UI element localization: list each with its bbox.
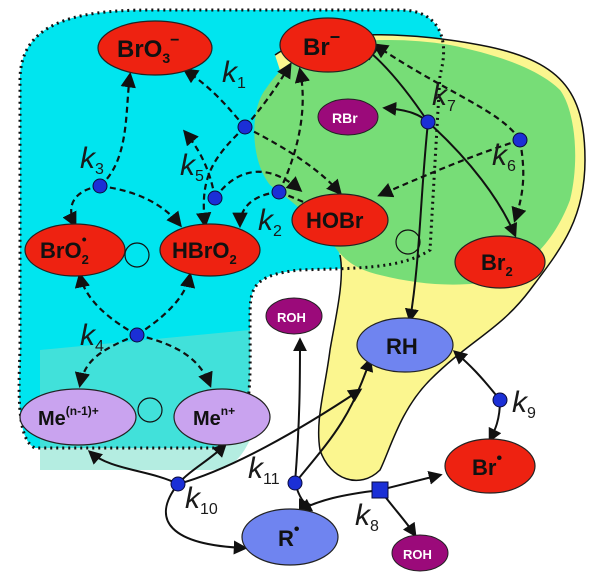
hobr-label: HOBr [306, 208, 364, 233]
cycle-icon-middle [137, 397, 163, 423]
bro3-main: BrO [117, 36, 162, 63]
roh-bottom-label: ROH [403, 547, 432, 562]
svg-text:Br•: Br• [472, 450, 502, 480]
rrad-main: R [278, 526, 294, 551]
hbro2-main: HBrO [172, 238, 229, 263]
species-bro3: BrO3− [97, 20, 213, 76]
hbro2-sub: 2 [229, 252, 236, 267]
svg-text:BrO3−: BrO3− [117, 32, 179, 66]
cyan-region-dotted-border [17, 8, 446, 450]
k8-label: k8 [355, 499, 379, 535]
k5-label: k5 [180, 149, 204, 185]
k1-label: k1 [222, 56, 246, 92]
species-bro2-radical: BrO2 • [24, 223, 126, 277]
svg-text:Me(n-1)+: Me(n-1)+ [38, 404, 99, 430]
species-rh: RH [356, 317, 454, 373]
me-low-sup: (n-1)+ [66, 404, 99, 418]
rrad-sup: • [294, 521, 300, 538]
k7-label: k7 [432, 79, 456, 115]
rh-label: RH [386, 334, 418, 359]
br2-main: Br [481, 250, 506, 275]
species-me-low: Me(n-1)+ [19, 388, 137, 446]
bro3-sub: 3 [162, 50, 170, 66]
svg-text:Men+: Men+ [193, 404, 235, 430]
br-sup: − [330, 27, 341, 47]
species-roh-bottom: ROH [391, 534, 449, 572]
svg-text:HBrO2: HBrO2 [172, 238, 237, 267]
svg-text:Br2: Br2 [481, 250, 513, 279]
species-me-high: Men+ [173, 388, 271, 446]
species-roh-top: ROH [265, 297, 323, 335]
k4-label: k4 [80, 319, 104, 355]
br2-sub: 2 [505, 264, 512, 279]
species-br2: Br2 [454, 235, 546, 289]
k6-label: k6 [492, 139, 516, 175]
brrad-main: Br [472, 455, 497, 480]
rbr-label: RBr [332, 110, 358, 126]
species-hbro2: HBrO2 [159, 223, 261, 277]
me-low-main: Me [38, 408, 66, 430]
k9-label: k9 [512, 386, 536, 422]
bro3-sup: − [170, 32, 179, 49]
bro2rad-sub: 2 [82, 252, 89, 267]
species-hobr: HOBr [291, 193, 389, 247]
reaction-nodes [92, 114, 528, 499]
bro2rad-sup: • [82, 231, 87, 247]
yellow-region-border [274, 34, 586, 481]
k3-label: k3 [80, 142, 104, 178]
cycle-icon-right [395, 229, 421, 255]
br-main: Br [303, 34, 330, 61]
k10-label: k10 [185, 482, 218, 518]
svg-text:R•: R• [278, 521, 300, 551]
svg-text:Br−: Br− [303, 27, 340, 61]
rate-constant-labels: k1 k2 k3 k4 k5 k6 k7 k8 k9 k10 k11 [80, 56, 536, 535]
roh-top-label: ROH [277, 310, 306, 325]
k2-label: k2 [258, 204, 282, 240]
brrad-sup: • [496, 450, 502, 467]
species-r-radical: R• [241, 508, 339, 566]
species-rbr: RBr [317, 98, 379, 136]
svg-text:BrO2•: BrO2 • [40, 231, 89, 267]
me-high-sup: n+ [221, 404, 235, 418]
species-br-minus: Br− [279, 17, 377, 73]
me-high-main: Me [193, 408, 221, 430]
bro2rad-main: BrO [40, 238, 82, 263]
species-br-radical: Br• [444, 438, 536, 494]
cycle-icon-left [124, 242, 150, 268]
k11-label: k11 [248, 452, 280, 488]
